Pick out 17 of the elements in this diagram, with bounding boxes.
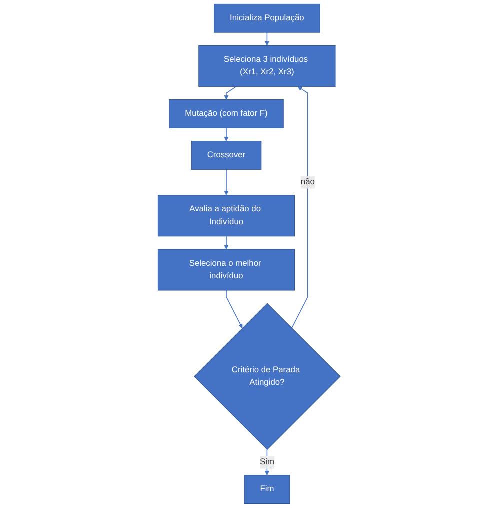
arrow [291,86,308,329]
node-box: Mutação (com fator F) [168,100,284,128]
node-box: Fim [244,475,290,504]
node-box: Inicializa População [214,4,320,33]
node-box: Seleciona o melhor indivíduo [158,249,295,291]
arrow [226,290,242,329]
arrow [224,169,228,196]
arrow [224,86,236,100]
edge-label: Sim [260,458,274,467]
node-box: Seleciona 3 indivíduos (Xr1, Xr2, Xr3) [198,45,336,87]
node-box: Crossover [190,141,262,170]
arrow [224,128,228,142]
node-box: Avalia a aptidão do Indivíduo [158,195,295,237]
node-diamond: Critério de Parada Atingido? [194,303,341,450]
edge-label: não [300,178,315,187]
arrow [224,236,228,250]
arrow [264,32,270,46]
